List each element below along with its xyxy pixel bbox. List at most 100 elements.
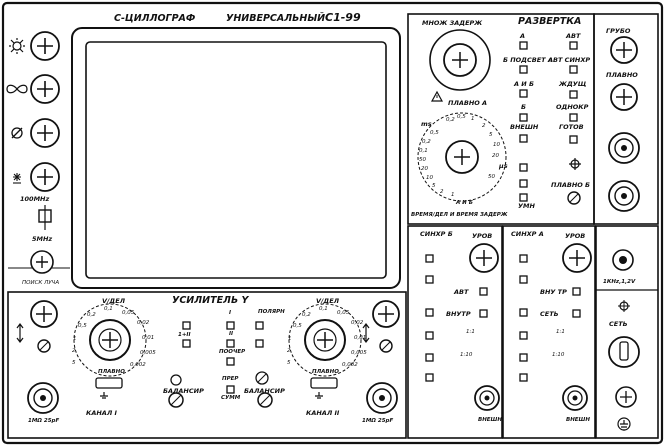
ch2-volt-div-label: V/ДЕЛ — [316, 297, 340, 305]
coarse-position-knob[interactable] — [610, 36, 638, 64]
ch2-fine-label: ПЛАВНО — [312, 369, 339, 375]
fine-b-label: ПЛАВНО Б — [551, 181, 591, 189]
ch1-dial-5: 5 — [72, 360, 76, 366]
calibrator-output-connector[interactable] — [612, 249, 634, 271]
astigmatism-knob[interactable] — [30, 118, 60, 148]
ch1-channel-label: КАНАЛ I — [86, 409, 117, 417]
mode-a-and-b-label: А И Б — [514, 80, 534, 88]
mode-two-label: II — [229, 331, 234, 337]
ch1-input-connector[interactable] — [27, 382, 59, 414]
ch2-volts-div-dial[interactable] — [288, 303, 362, 389]
title-label: С-ЦИЛЛОГРАФ — [114, 13, 196, 24]
ch2-dial-5: 5 — [287, 360, 291, 366]
sync-b-ext-label: ВНЕШН — [478, 417, 502, 423]
ch2-dial-02: 0,2 — [302, 312, 311, 318]
tdial-l3: 50 — [419, 157, 426, 163]
fine-b-knob[interactable] — [567, 191, 581, 205]
ready-indicator-icon — [569, 158, 581, 170]
sync-a-mains-label: СЕТЬ — [540, 310, 559, 318]
delay-multiplier-knob[interactable] — [429, 29, 491, 91]
sync-a-input-connector[interactable] — [562, 385, 588, 411]
scale-light-icon — [13, 173, 21, 184]
beam-finder-label: ПОИСК ЛУЧА — [22, 280, 60, 286]
sync-b-ratio10-label: 1:10 — [460, 352, 473, 358]
time-div-dial[interactable] — [417, 112, 507, 202]
beam-finder-button[interactable] — [30, 250, 54, 274]
ms-label: ms — [421, 120, 432, 128]
ch2-dial-01: 0,1 — [319, 306, 328, 312]
crt-screen — [85, 41, 387, 279]
fine-position-knob[interactable] — [610, 83, 638, 111]
ch2-dial-2: 2 — [287, 348, 291, 354]
ground-terminal[interactable] — [615, 386, 637, 408]
ch1-fine-knob[interactable] — [170, 374, 182, 386]
sync-b-level-knob[interactable] — [469, 243, 499, 273]
sync-b-internal-label: ВНУТР — [446, 310, 471, 318]
ch2-balance-knob[interactable] — [257, 392, 273, 408]
amp-mode-buttons[interactable] — [182, 321, 264, 394]
calibrator-label: 1КНz,1,2V — [603, 279, 636, 285]
sync-b-buttons[interactable] — [425, 254, 488, 382]
ch1-dial-01: 0,1 — [104, 306, 113, 312]
sweep-mode-buttons[interactable] — [569, 41, 578, 144]
ch1-dial-05: 0,5 — [78, 323, 87, 329]
ch1-dial-005: 0,05 — [122, 310, 135, 316]
ch2-fine-knob[interactable] — [255, 371, 269, 385]
timebase-title: РАЗВЕРТКА — [518, 16, 582, 27]
sync-a-ratio10-label: 1:10 — [552, 352, 565, 358]
ch2-coupling-switch[interactable] — [379, 339, 393, 353]
power-section — [595, 225, 659, 439]
sync-a-internal-label: ВНУ ТР — [540, 288, 567, 296]
ch1-coupling-switch[interactable] — [37, 339, 51, 353]
ch1-dial-02: 0,2 — [87, 312, 96, 318]
ch1-pos-arrow-icon — [16, 323, 24, 343]
ch2-dial-002: 0,02 — [351, 320, 364, 326]
sync-b-level-label: УРОВ — [472, 232, 493, 240]
bandwidth-100-label: 100МНz — [20, 195, 50, 203]
sync-a-buttons[interactable] — [519, 254, 581, 382]
tdial-l0: 0,5 — [430, 130, 439, 136]
ch2-input-connector[interactable] — [366, 382, 398, 414]
sync-b-title: СИНХР Б — [420, 230, 453, 238]
sweep-single-label: ОДНОКР — [556, 103, 589, 111]
output-b-connector[interactable] — [608, 132, 640, 164]
mode-b-highlight-label: Б ПОДСВЕТ А — [503, 56, 553, 64]
power-switch[interactable] — [608, 336, 640, 368]
mode-alt-label: ПООЧЕР — [219, 349, 246, 355]
ch2-dial-0005: 0,005 — [351, 350, 367, 356]
tdial-l4: 20 — [421, 166, 428, 172]
scale-illumination-knob[interactable] — [30, 162, 60, 192]
amplifier-section — [7, 291, 407, 439]
tdial-l6: 5 — [432, 183, 436, 189]
ch1-position-knob[interactable] — [30, 300, 58, 328]
bandwidth-switch[interactable] — [38, 205, 52, 230]
us-label: μs — [499, 162, 508, 170]
output-a-connector[interactable] — [608, 180, 640, 212]
ch1-fine-label: ПЛАВНО — [98, 369, 125, 375]
tdial-l5: 10 — [426, 175, 433, 181]
ch1-volts-div-dial[interactable] — [73, 303, 147, 389]
ch1-dial-0002: 0,002 — [130, 362, 146, 368]
tdial-r5: 10 — [493, 142, 500, 148]
fine-label: ПЛАВНО — [606, 71, 638, 79]
timebase-right-section — [593, 13, 659, 225]
tdial-r7: 50 — [488, 174, 495, 180]
crt-screen-bezel — [71, 27, 401, 289]
mode-one-label: I — [229, 310, 232, 316]
delay-multiplier-label: МНОЖ ЗАДЕРЖ — [422, 19, 483, 27]
sync-a-level-knob[interactable] — [562, 243, 592, 273]
ch1-balance-knob[interactable] — [168, 392, 184, 408]
subtitle-label: УНИВЕРСАЛЬНЫЙ — [226, 13, 326, 24]
intensity-knob[interactable] — [30, 31, 60, 61]
ch1-input-label: 1МΩ 25pF — [28, 418, 60, 424]
ch2-position-knob[interactable] — [372, 300, 400, 328]
tdial-ab: А И Б — [456, 200, 473, 206]
sweep-waiting-label: ЖДУЩ — [559, 80, 587, 88]
ground-icon — [617, 417, 631, 431]
focus-knob[interactable] — [30, 74, 60, 104]
tdial-l7: 2 — [440, 189, 444, 195]
tb-mode-buttons[interactable] — [519, 41, 528, 202]
ch2-dial-05: 0,5 — [293, 323, 302, 329]
sync-b-input-connector[interactable] — [474, 385, 500, 411]
